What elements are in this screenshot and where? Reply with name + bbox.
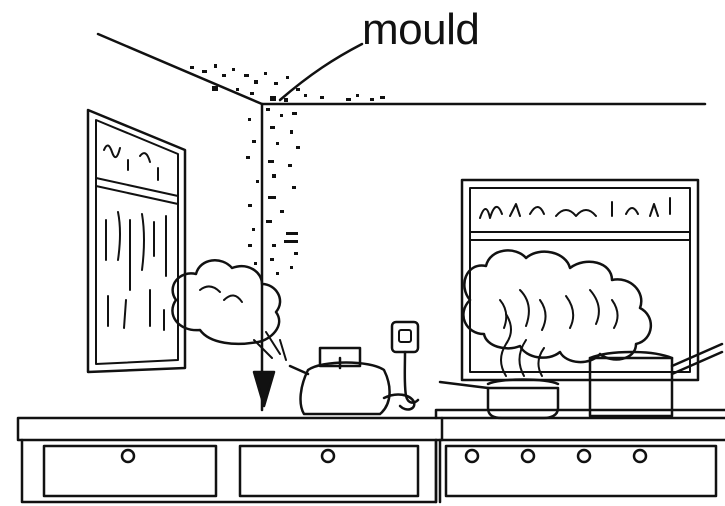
kettle-steam: [172, 260, 286, 360]
wall-outlet: [392, 322, 418, 403]
mould-leader-line: [280, 44, 362, 100]
drawer-middle: [240, 446, 418, 496]
drawer-left: [44, 446, 216, 496]
stove-knob-2: [522, 450, 534, 462]
mould-spots: [190, 64, 385, 275]
saucepan-small: [440, 380, 558, 419]
stove-knob-4: [634, 450, 646, 462]
left-window: [88, 110, 185, 372]
stove-knob-3: [578, 450, 590, 462]
stove-front: [446, 446, 716, 496]
kettle: [254, 348, 414, 414]
stove-knob-1: [466, 450, 478, 462]
right-window: [462, 180, 698, 380]
